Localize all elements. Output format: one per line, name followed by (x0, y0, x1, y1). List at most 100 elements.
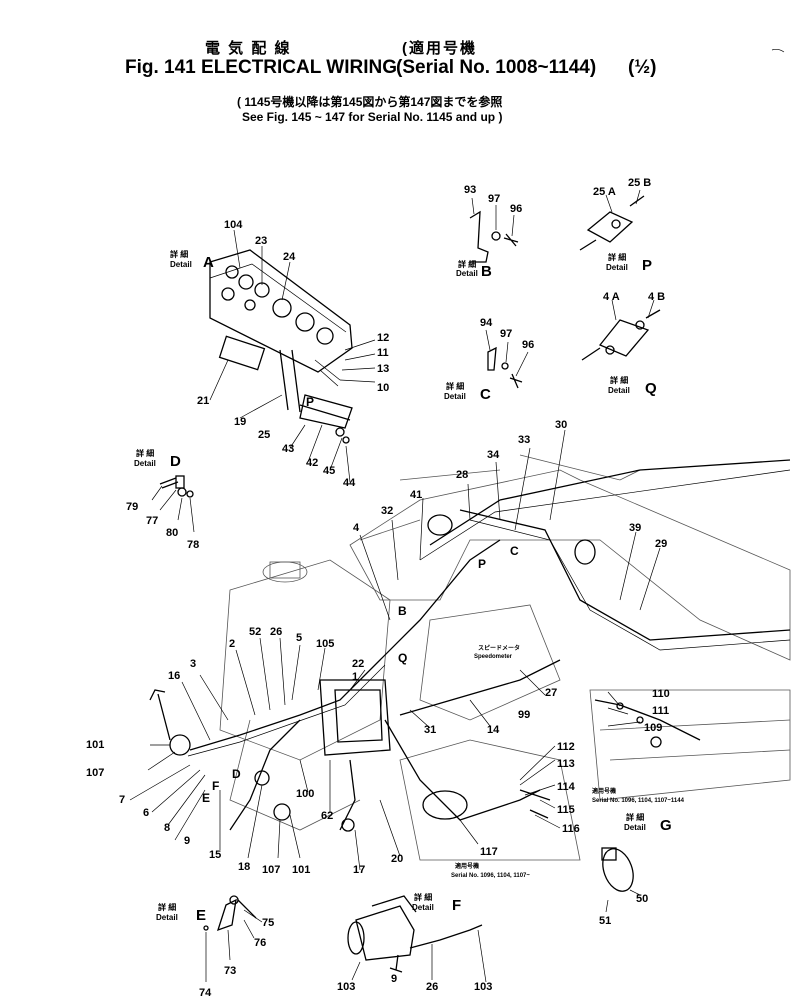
serial-note-right: Serial No. 1096, 1104, 1107~1144 (592, 798, 685, 804)
view-letter-b: B (398, 604, 407, 618)
title-block: 電 気 配 線 Fig. 141 ELECTRICAL WIRING (適用号機… (125, 39, 785, 124)
machine-body (129, 429, 791, 871)
detail-p-label: 詳 細 Detail P (606, 252, 652, 274)
part-116: 116 (562, 823, 580, 835)
part-31: 31 (424, 724, 436, 736)
view-letter-e: E (202, 791, 210, 805)
title-fig: Fig. 141 ELECTRICAL WIRING (125, 57, 397, 78)
part-74: 74 (199, 987, 212, 996)
part-103-b: 103 (474, 981, 492, 993)
svg-text:Detail: Detail (456, 269, 478, 278)
view-letters: B Q P C D E F P (202, 395, 519, 805)
part-27: 27 (545, 687, 557, 699)
part-97-b: 97 (488, 193, 500, 205)
title-jp: 電 気 配 線 (205, 39, 292, 57)
part-18: 18 (238, 861, 250, 873)
title-serial: (Serial No. 1008~1144) (396, 57, 596, 78)
part-6: 6 (143, 807, 149, 819)
svg-text:詳 細: 詳 細 (446, 381, 464, 391)
svg-text:C: C (480, 386, 491, 403)
view-letter-d: D (232, 767, 241, 781)
part-callouts: 104 23 24 12 11 13 10 21 19 25 43 42 45 … (86, 177, 670, 999)
part-5: 5 (296, 632, 302, 644)
detail-b-label: 詳 細 Detail B (456, 259, 492, 280)
part-12: 12 (377, 332, 389, 344)
part-78: 78 (187, 539, 199, 551)
part-41: 41 (410, 489, 422, 501)
part-80: 80 (166, 527, 178, 539)
svg-text:G: G (660, 817, 672, 834)
part-93: 93 (464, 184, 476, 196)
part-101: 101 (86, 739, 104, 751)
svg-text:詳 細: 詳 細 (170, 249, 188, 259)
part-52: 52 (249, 626, 261, 638)
part-50: 50 (636, 893, 648, 905)
svg-text:D: D (170, 453, 181, 470)
part-9: 9 (184, 835, 190, 847)
notes: スピードメータ Speedometer 適用号機 Serial No. 1096… (451, 644, 685, 879)
part-97-c: 97 (500, 328, 512, 340)
part-103: 103 (337, 981, 355, 993)
detail-d-label: 詳 細 Detail D (134, 448, 181, 470)
part-107: 107 (86, 767, 104, 779)
part-100: 100 (296, 788, 314, 800)
part-11: 11 (377, 347, 389, 359)
part-99: 99 (518, 709, 530, 721)
part-28: 28 (456, 469, 468, 481)
part-15: 15 (209, 849, 221, 861)
part-25a: 25 A (593, 186, 616, 198)
speedometer-jp: スピードメータ (478, 644, 520, 652)
part-76: 76 (254, 937, 266, 949)
part-94: 94 (480, 317, 493, 329)
part-107-b: 107 (262, 864, 280, 876)
detail-g-switch (601, 847, 641, 913)
part-20: 20 (391, 853, 403, 865)
part-111: 111 (652, 705, 669, 717)
svg-text:詳 細: 詳 細 (158, 902, 176, 912)
part-96-b: 96 (510, 203, 522, 215)
part-8: 8 (164, 822, 170, 834)
detail-d-parts (151, 475, 195, 533)
detail-p-clip (579, 189, 645, 251)
detail-e-label: 詳 細 Detail E (156, 902, 206, 924)
part-4b: 4 B (648, 291, 665, 303)
view-letter-p2: P (306, 395, 314, 409)
part-23: 23 (255, 235, 267, 247)
part-113: 113 (557, 758, 575, 770)
detail-c-bracket (485, 329, 529, 389)
part-4a: 4 A (603, 291, 620, 303)
part-96-c: 96 (522, 339, 534, 351)
svg-text:Detail: Detail (156, 913, 178, 922)
part-117: 117 (480, 846, 498, 858)
svg-text:詳 細: 詳 細 (136, 448, 154, 458)
svg-text:B: B (481, 263, 492, 280)
part-51: 51 (599, 915, 611, 927)
svg-text:詳 細: 詳 細 (610, 375, 628, 385)
svg-text:E: E (196, 907, 206, 924)
view-letter-c: C (510, 544, 519, 558)
part-29: 29 (655, 538, 667, 550)
svg-text:詳 細: 詳 細 (626, 812, 644, 822)
svg-text:Detail: Detail (412, 903, 434, 912)
part-16: 16 (168, 670, 180, 682)
view-letter-f: F (212, 779, 219, 793)
part-112: 112 (557, 741, 575, 753)
detail-f-label: 詳 細 Detail F (412, 892, 461, 914)
part-19: 19 (234, 416, 246, 428)
detail-g-label: 詳 細 Detail G (624, 812, 672, 834)
title-serial-jp: (適用号機 (402, 39, 477, 57)
svg-text:Detail: Detail (608, 386, 630, 395)
corner-mark (771, 48, 785, 53)
speedometer-note: Speedometer (474, 654, 513, 660)
part-101-b: 101 (292, 864, 310, 876)
part-9-f: 9 (391, 973, 397, 985)
part-79: 79 (126, 501, 138, 513)
part-75: 75 (262, 917, 274, 929)
svg-text:Detail: Detail (170, 260, 192, 269)
svg-text:P: P (642, 257, 652, 274)
title-page: (½) (628, 57, 657, 78)
part-14: 14 (487, 724, 500, 736)
part-34: 34 (487, 449, 500, 461)
part-4: 4 (353, 522, 360, 534)
